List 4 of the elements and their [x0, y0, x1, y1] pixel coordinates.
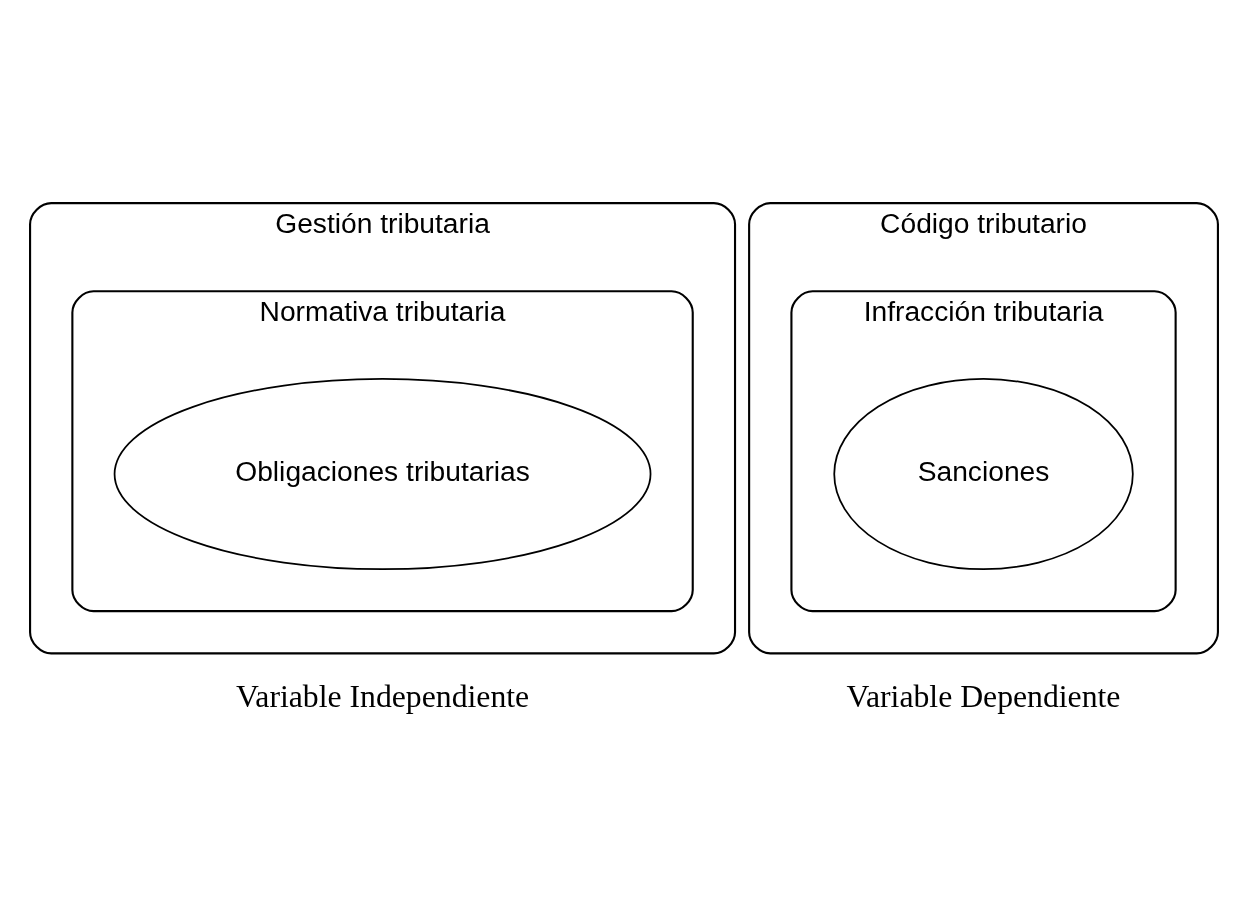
- node-ellipse: Obligaciones tributarias: [113, 378, 652, 571]
- node-ellipse: Sanciones: [833, 378, 1134, 571]
- label: Variable Independiente: [235, 678, 530, 714]
- label: Variable Dependiente: [846, 678, 1121, 714]
